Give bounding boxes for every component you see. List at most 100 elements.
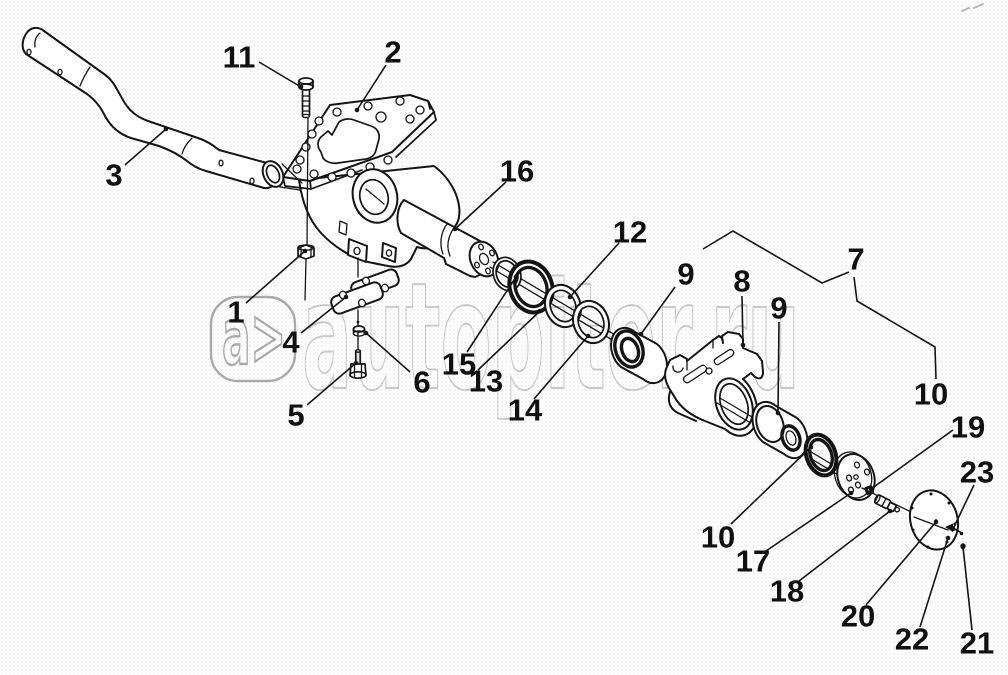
callout-label-9a: 9 <box>677 257 694 292</box>
callout-label-14: 14 <box>508 393 543 428</box>
callout-label-22: 22 <box>895 622 929 657</box>
tube-hole <box>57 68 63 76</box>
callout-label-5: 5 <box>287 398 304 433</box>
callout-label-10b: 10 <box>701 520 735 555</box>
callout-label-7: 7 <box>847 242 864 277</box>
callout-label-13: 13 <box>469 364 503 399</box>
bolt-head <box>298 77 314 85</box>
callout-label-18: 18 <box>770 574 804 609</box>
callout-label-6: 6 <box>413 365 430 400</box>
leader-line-14 <box>533 335 589 400</box>
callout-label-12: 12 <box>613 215 647 250</box>
leader-dot-2 <box>354 107 360 113</box>
leader-dot-23 <box>950 526 956 532</box>
plate-cutout <box>317 118 381 165</box>
callout-label-19: 19 <box>951 410 985 445</box>
leader-dot-11 <box>298 84 304 90</box>
callout-label-10a: 10 <box>914 377 948 412</box>
tube-hole <box>218 159 224 167</box>
part-washer-14 <box>571 299 611 345</box>
callout-label-2: 2 <box>384 35 401 70</box>
leader-line-9a <box>640 286 676 335</box>
part-bushing-9-right <box>751 400 809 460</box>
carrier-bore-outer <box>714 377 754 431</box>
callout-label-1: 1 <box>227 295 244 330</box>
leader-line-16 <box>454 181 507 230</box>
leader-line-22 <box>919 537 949 628</box>
leader-dot-18 <box>887 508 893 514</box>
part-ring-10 <box>803 432 839 478</box>
leader-line-8 <box>741 295 744 346</box>
callout-label-23: 23 <box>960 455 994 490</box>
part-axle-tube-3 <box>21 26 279 190</box>
carrier-slot <box>682 364 708 384</box>
callout-label-3: 3 <box>105 158 122 193</box>
leader-line-9b <box>777 321 780 414</box>
leader-line-7 <box>702 230 850 284</box>
callout-label-4: 4 <box>282 325 300 360</box>
part-breather-18 <box>873 494 900 513</box>
leader-dot-5 <box>353 360 359 366</box>
leader-dot-8 <box>740 342 746 348</box>
leader-line-2 <box>356 64 387 111</box>
leader-dot-19 <box>868 486 874 492</box>
leader-line-13 <box>477 310 541 371</box>
leader-dot-16 <box>452 226 458 232</box>
tube-hole <box>249 177 255 185</box>
leader-dot-3 <box>163 126 169 132</box>
part-bolt-5 <box>349 349 367 380</box>
carrier-bore-inner <box>718 382 750 426</box>
leader-line-15 <box>466 276 517 353</box>
tube-hole <box>26 48 32 56</box>
callout-label-16: 16 <box>500 154 534 189</box>
leader-dot-4 <box>343 294 349 300</box>
callout-label-11: 11 <box>223 40 256 75</box>
leader-line-5 <box>306 362 357 406</box>
corner-artifact <box>961 3 984 12</box>
bolt-shank <box>301 89 311 117</box>
leader-dot-21 <box>960 544 966 550</box>
leader-dot-14 <box>585 333 591 339</box>
leader-line-12 <box>569 242 620 298</box>
callout-label-20: 20 <box>841 599 875 634</box>
leader-dot-6 <box>363 330 369 336</box>
leader-line-3 <box>124 128 167 166</box>
callout-label-15: 15 <box>442 347 476 382</box>
leader-line-18 <box>798 510 891 582</box>
leader-dot-1 <box>302 248 308 254</box>
part-axle-tube-3-end <box>261 160 285 188</box>
callout-label-17: 17 <box>736 544 770 579</box>
callout-label-9b: 9 <box>770 291 787 326</box>
leader-line-1 <box>245 250 306 304</box>
leader-dot-22 <box>945 535 951 541</box>
leader-dot-12 <box>567 294 573 300</box>
leader-dot-10b <box>808 444 814 450</box>
leader-dot-13 <box>537 308 543 314</box>
leader-dot-17 <box>848 490 854 496</box>
leader-line-17 <box>765 492 852 552</box>
leader-dot-9a <box>638 331 644 337</box>
leader-line-6 <box>365 332 411 373</box>
leader-line-10b <box>730 446 812 525</box>
leader-line-21 <box>962 546 973 631</box>
leader-dot-15 <box>513 274 519 280</box>
carrier-slot <box>713 348 735 366</box>
leader-line-4 <box>300 296 347 334</box>
leader-dot-20 <box>933 519 939 525</box>
callout-label-21: 21 <box>960 626 994 661</box>
callout-label-8: 8 <box>733 264 750 299</box>
leader-line-23 <box>952 484 975 530</box>
leader-dot-9b <box>775 410 781 416</box>
leader-line-10a <box>853 276 937 380</box>
housing-bore-inner <box>358 178 390 216</box>
leader-line-20 <box>865 521 937 606</box>
leader-line-19 <box>870 429 954 490</box>
housing-clip <box>338 220 348 236</box>
part-bushing-9-left <box>610 326 668 385</box>
leader-line-11 <box>258 61 302 88</box>
part-cover-20 <box>908 489 960 551</box>
part-carrier-8 <box>664 331 764 437</box>
